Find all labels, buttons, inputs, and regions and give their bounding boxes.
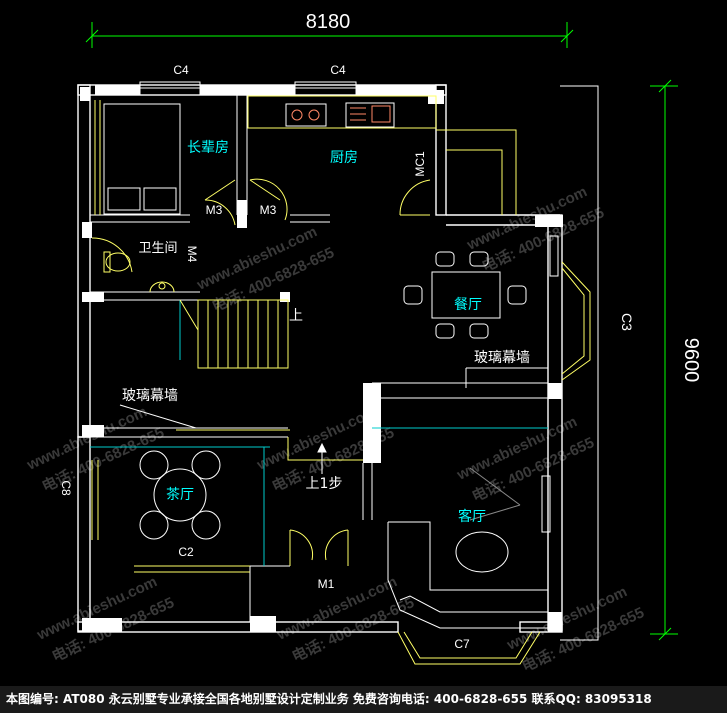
overall-height-label: 9600 [680, 338, 702, 383]
stair-up-label: 上 [289, 308, 303, 324]
glass-wall-left-label: 玻璃幕墙 [122, 387, 178, 404]
footer-text: 本图编号: AT080 永云别墅专业承接全国各地别墅设计定制业务 免费咨询电话:… [6, 692, 652, 706]
room-living-label: 客厅 [458, 508, 486, 525]
window-c2-label: C2 [178, 545, 194, 559]
glass-wall-right-label: 玻璃幕墙 [474, 349, 530, 366]
room-elder-label: 长辈房 [187, 140, 229, 156]
footer-banner: 本图编号: AT080 永云别墅专业承接全国各地别墅设计定制业务 免费咨询电话:… [0, 686, 727, 713]
door-m3-right-label: M3 [260, 203, 277, 217]
watermark-layer: www.abieshu.com 电话: 400-6828-655 www.abi… [24, 183, 647, 675]
room-bathroom-label: 卫生间 [138, 241, 177, 256]
window-markers [139, 81, 559, 277]
door-m4-label: M4 [185, 246, 199, 263]
annotation-leaders [119, 367, 548, 474]
window-c7-label: C7 [454, 637, 470, 651]
room-dining-label: 餐厅 [454, 297, 482, 313]
door-m3-left-label: M3 [206, 203, 223, 217]
window-c4-left-label: C4 [173, 63, 189, 77]
c8-label: C8 [59, 480, 73, 496]
window-c4-right-label: C4 [330, 63, 346, 77]
door-mc1-label: MC1 [413, 151, 427, 177]
overall-width-label: 8180 [306, 11, 351, 33]
c3-label: C3 [619, 313, 635, 331]
room-tea-label: 茶厅 [166, 487, 194, 503]
terrace-outline [560, 85, 599, 641]
door-m1-label: M1 [318, 577, 335, 591]
interior-walls [90, 95, 548, 632]
room-kitchen-label: 厨房 [330, 150, 358, 166]
step-up-label: 上1步 [306, 476, 343, 492]
wall-columns [80, 85, 563, 632]
furniture [103, 102, 551, 629]
glass-partitions [90, 300, 548, 566]
yellow-fixtures [91, 95, 591, 665]
right-dimension [650, 79, 678, 641]
floor-plan-drawing: www.abieshu.com 电话: 400-6828-655 www.abi… [24, 11, 702, 676]
top-dimension [85, 22, 574, 48]
